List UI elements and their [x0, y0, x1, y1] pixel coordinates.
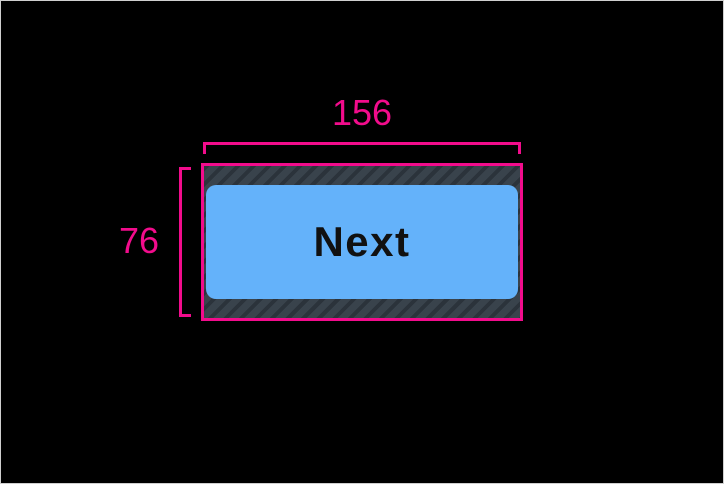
selection-bounds-overlay: Next [201, 163, 523, 321]
width-dimension-label: 156 [331, 92, 393, 133]
height-measure-bracket [179, 167, 191, 317]
height-dimension-label: 76 [118, 220, 159, 261]
padding-hatch-area: Next [204, 166, 520, 318]
next-button-label: Next [313, 218, 411, 265]
next-button[interactable]: Next [206, 185, 518, 299]
width-measure-bracket [203, 142, 521, 154]
